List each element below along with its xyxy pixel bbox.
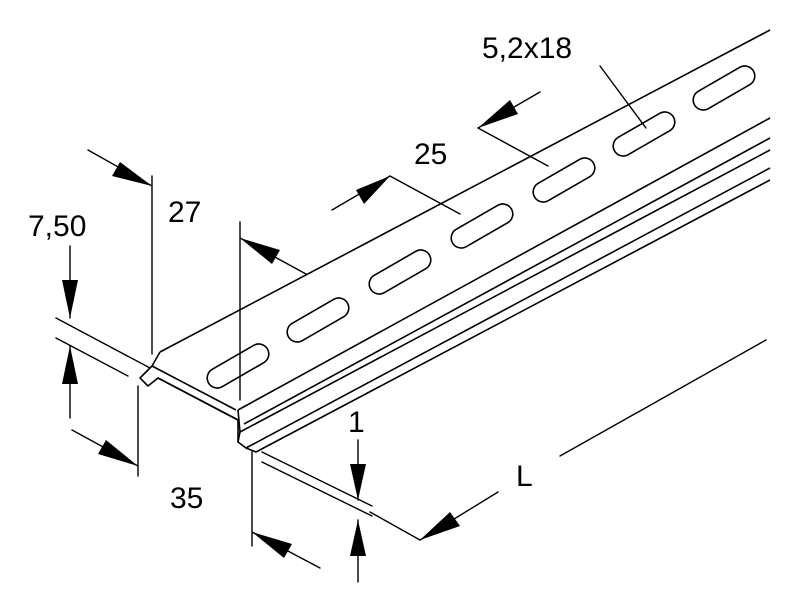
extension-line <box>55 317 151 369</box>
dim-hole-size: 5,2x18 <box>482 32 647 129</box>
slot <box>206 343 270 389</box>
rail-top-front-edge <box>237 117 771 411</box>
arrow-icon <box>98 440 138 466</box>
label-height: 7,50 <box>28 210 86 243</box>
label-thickness: 1 <box>348 406 365 439</box>
dim-length: L <box>369 339 767 541</box>
slot <box>368 249 432 295</box>
rail-right-flange <box>237 167 771 449</box>
extension-line <box>389 175 461 215</box>
dim-height: 7,50 <box>28 210 151 419</box>
label-length: L <box>516 460 533 493</box>
dim-width-top: 27 <box>87 149 307 401</box>
rail-front-wall-inner <box>243 137 771 425</box>
leader-line <box>599 65 647 129</box>
rail-front-wall <box>237 149 771 433</box>
arrow-icon <box>478 100 518 128</box>
rail-top-back-edge <box>159 29 771 353</box>
arrow-icon <box>112 162 152 186</box>
dim-width-bottom: 35 <box>71 385 321 569</box>
arrow-icon <box>62 346 78 384</box>
extension-line <box>55 337 129 377</box>
arrow-icon <box>240 238 280 264</box>
slot <box>612 111 676 157</box>
extension-line <box>261 451 373 507</box>
slot <box>286 297 350 343</box>
arrow-icon <box>356 176 390 204</box>
slot <box>532 157 596 203</box>
arrow-icon <box>252 532 292 558</box>
rail-body <box>139 29 771 453</box>
extension-line <box>261 461 373 517</box>
extension-line <box>369 511 421 541</box>
arrow-icon <box>350 520 366 556</box>
label-hole-size: 5,2x18 <box>482 32 572 65</box>
label-width-top: 27 <box>168 196 201 229</box>
slot <box>450 203 514 249</box>
arrow-icon <box>350 464 366 500</box>
dimension-line <box>559 339 767 457</box>
slot <box>692 65 756 111</box>
label-pitch: 25 <box>414 138 447 171</box>
arrow-icon <box>62 280 78 318</box>
dim-pitch: 25 <box>331 91 549 215</box>
rail-right-flange-lower <box>245 179 771 453</box>
rail-lip-end <box>157 377 239 442</box>
arrow-icon <box>420 512 460 540</box>
extension-line <box>477 127 549 167</box>
dim-thickness: 1 <box>261 406 373 583</box>
slots <box>206 65 756 389</box>
label-width-bottom: 35 <box>170 482 203 515</box>
